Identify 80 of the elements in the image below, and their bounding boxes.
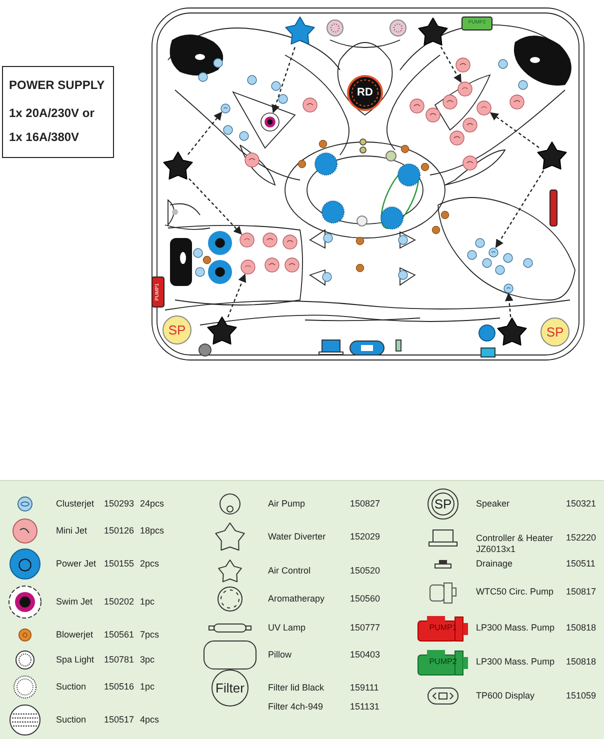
icon-label: Filter bbox=[216, 682, 244, 694]
quantity: 7pcs bbox=[140, 630, 160, 640]
heading: POWER SUPPLY bbox=[9, 77, 106, 94]
quantity: 4pcs bbox=[140, 714, 160, 726]
icon-label: SP bbox=[434, 498, 452, 510]
part-number: 150777 bbox=[350, 622, 380, 634]
part-number: 150520 bbox=[350, 566, 380, 576]
quantity: 2pcs bbox=[140, 558, 160, 570]
legend-text: Filter 4ch-949 bbox=[268, 702, 324, 712]
legend-text: WTC50 Circ. Pump bbox=[476, 586, 554, 598]
legend-text: LP300 Mass. Pump bbox=[476, 622, 555, 634]
part-number: 150818 bbox=[566, 622, 596, 634]
dashed-arrow bbox=[495, 170, 544, 248]
part-number: 150155 bbox=[104, 558, 134, 570]
part-number: 150817 bbox=[566, 586, 596, 598]
part-number: 150202 bbox=[104, 596, 134, 608]
part-number: 150818 bbox=[566, 656, 596, 668]
legend-text: Drainage bbox=[476, 558, 513, 570]
icon-label: PUMP1 bbox=[429, 624, 457, 632]
legend-text: Suction bbox=[56, 714, 86, 726]
part-number: 150827 bbox=[350, 498, 380, 510]
speaker-label: SP bbox=[168, 324, 186, 336]
legend-text: Suction bbox=[56, 682, 86, 692]
legend-text: Aromatherapy bbox=[268, 594, 325, 604]
part-number: 150321 bbox=[566, 498, 596, 510]
part-number: 150781 bbox=[104, 654, 134, 666]
body-text: 1x 20A/230V or 1x 16A/380V bbox=[9, 105, 96, 146]
dashed-arrow bbox=[272, 47, 296, 114]
legend-text: Filter lid Black bbox=[268, 682, 324, 694]
legend-text: Pillow bbox=[268, 650, 292, 660]
dashed-arrow bbox=[188, 178, 242, 235]
part-number: 150293 bbox=[104, 498, 134, 510]
mini-jet-icon bbox=[239, 258, 257, 276]
part-number: 150517 bbox=[104, 714, 134, 726]
part-number: 150126 bbox=[104, 526, 134, 536]
legend-text: Swim Jet bbox=[56, 596, 93, 608]
legend-text: Spa Light bbox=[56, 654, 94, 666]
legend-text: LP300 Mass. Pump bbox=[476, 656, 555, 668]
part-number: 150560 bbox=[350, 594, 380, 604]
legend-text: Controller & Heater JZ6013x1 bbox=[476, 533, 554, 555]
swim-jet-icon bbox=[259, 111, 281, 133]
legend-text: Mini Jet bbox=[56, 526, 88, 536]
legend-text: Blowerjet bbox=[56, 630, 94, 640]
part-number: 159111 bbox=[350, 682, 379, 694]
quantity: 1pc bbox=[140, 682, 155, 692]
quantity: 1pc bbox=[140, 596, 155, 608]
dashed-arrow bbox=[227, 274, 246, 318]
part-number: 150403 bbox=[350, 650, 380, 660]
part-number: 150561 bbox=[104, 630, 134, 640]
clusterjet-icon bbox=[486, 246, 500, 258]
legend-text: Clusterjet bbox=[56, 498, 94, 510]
part-number: 152220 bbox=[566, 532, 596, 544]
part-number: 151059 bbox=[566, 690, 596, 702]
dashed-arrow bbox=[504, 292, 514, 318]
legend-text: UV Lamp bbox=[268, 622, 306, 634]
part-number: 150516 bbox=[104, 682, 134, 692]
part-number: 152029 bbox=[350, 532, 380, 542]
quantity: 24pcs bbox=[140, 498, 164, 510]
quantity: 3pc bbox=[140, 654, 155, 666]
clusterjet-icon bbox=[218, 102, 232, 114]
mini-jet-icon bbox=[475, 99, 493, 117]
dashed-arrow bbox=[440, 46, 462, 83]
legend-text: Power Jet bbox=[56, 558, 96, 570]
power-supply-box bbox=[2, 66, 114, 158]
speaker-label: SP bbox=[546, 326, 564, 338]
quantity: 18pcs bbox=[140, 526, 164, 536]
dashed-arrow bbox=[490, 112, 540, 148]
part-number: 150511 bbox=[566, 558, 596, 570]
legend-text: Air Control bbox=[268, 566, 311, 576]
mini-jet-icon bbox=[238, 231, 256, 249]
dashed-arrow bbox=[188, 112, 222, 155]
part-number: 151131 bbox=[350, 702, 380, 712]
legend-text: TP600 Display bbox=[476, 690, 535, 702]
legend-text: Air Pump bbox=[268, 498, 306, 510]
mini-jet-icon bbox=[456, 80, 474, 98]
icon-label: PUMP2 bbox=[429, 658, 457, 666]
badge-label: RD bbox=[357, 88, 373, 98]
legend-text: Water Diverter bbox=[268, 532, 326, 542]
clusterjet-icon bbox=[502, 282, 514, 294]
legend-text: Speaker bbox=[476, 498, 510, 510]
